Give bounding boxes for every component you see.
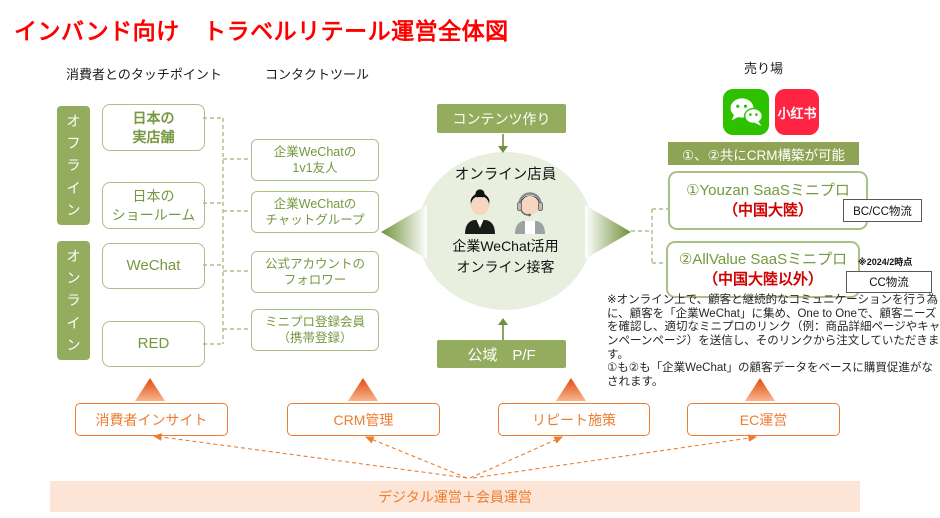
content-making-box: コンテンツ作り (437, 104, 566, 133)
clerk-icons (460, 186, 552, 234)
allvalue-saas-box: ②AllValue SaaSミニプロ （中国大陸以外） (666, 241, 860, 298)
crm-banner: ①、②共にCRM構築が可能 (668, 142, 859, 165)
online-clerk-circle: オンライン店員 企業WeChat活用 オンライ (418, 152, 593, 310)
right-flow-triangle (585, 205, 631, 259)
page-title: インバンド向け トラベルリテール運営全体図 (14, 18, 509, 44)
bccc-logistics-box: BC/CC物流 (843, 199, 922, 222)
function-repeat-measures: リピート施策 (498, 403, 650, 436)
youzan-saas-name: ①Youzan SaaSミニプロ (686, 182, 850, 199)
tool-wechat-1v1: 企業WeChatの 1v1友人 (251, 139, 379, 181)
up-arrow-repeat (556, 378, 586, 401)
asof-label: ※2024/2時点 (858, 257, 913, 267)
xiaohongshu-icon: 小红书 (775, 89, 819, 135)
xiaohongshu-label: 小红书 (777, 105, 817, 121)
digital-operation-bar: デジタル運営＋会員運営 (50, 481, 860, 512)
female-clerk-icon (464, 189, 495, 234)
footnote-text: ※オンライン上で、顧客と継続的なコミュニケーションを行う為に、顧客を「企業WeC… (607, 294, 940, 389)
tool-official-followers: 公式アカウントの フォロワー (251, 251, 379, 293)
youzan-region: （中国大陸） (722, 201, 813, 219)
orange-dashed-connectors (152, 433, 758, 479)
touchpoint-japan-showroom: 日本の ショールーム (102, 182, 205, 229)
header-sales-floor: 売り場 (744, 61, 784, 76)
tool-wechat-group: 企業WeChatの チャットグループ (251, 191, 379, 233)
wechat-icon (723, 89, 769, 135)
touchpoint-wechat: WeChat (102, 243, 205, 289)
public-platform-box: 公域 P/F (437, 340, 566, 368)
left-flow-triangle (381, 205, 427, 259)
header-touchpoints: 消費者とのタッチポイント (66, 67, 222, 82)
youzan-saas-box: ①Youzan SaaSミニプロ （中国大陸） (668, 171, 868, 230)
touchpoint-japan-stores: 日本の 実店舗 (102, 104, 205, 151)
lane-offline: オ フ ラ イ ン (57, 106, 90, 225)
up-arrow-crm (348, 378, 378, 401)
support-agent-icon (514, 192, 545, 234)
header-contact-tools: コンタクトツール (265, 67, 370, 82)
function-consumer-insight: 消費者インサイト (75, 403, 228, 436)
function-ec-operation: EC運営 (687, 403, 840, 436)
tool-minipro-members: ミニプロ登録会員 （携帯登録） (251, 309, 379, 351)
circle-title: オンライン店員 (454, 167, 557, 183)
function-crm-management: CRM管理 (287, 403, 440, 436)
circle-text: 企業WeChat活用 オンライン接客 (452, 238, 559, 275)
cc-logistics-box: CC物流 (846, 271, 932, 293)
lane-online: オ ン ラ イ ン (57, 241, 90, 360)
allvalue-region: （中国大陸以外） (702, 270, 823, 288)
allvalue-saas-name: ②AllValue SaaSミニプロ (678, 251, 848, 268)
up-arrow-insight (135, 378, 165, 401)
touchpoint-red: RED (102, 321, 205, 367)
